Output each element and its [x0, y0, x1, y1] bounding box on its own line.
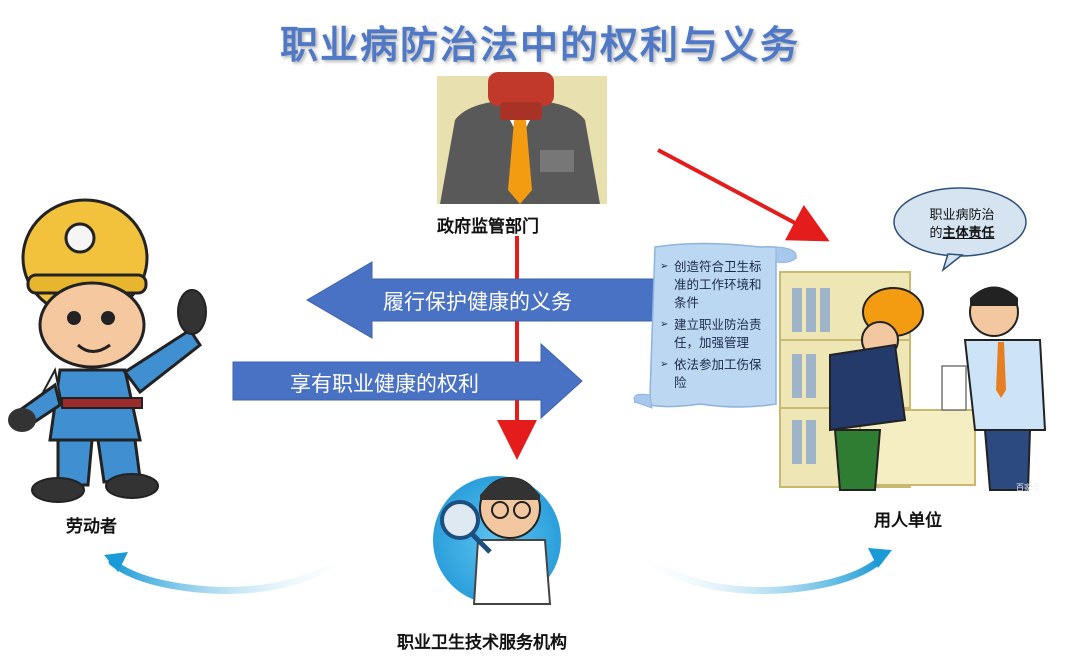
employer-label: 用人单位	[874, 511, 942, 531]
cycle-arc-left-head	[104, 552, 128, 572]
cycle-arc-right-head	[868, 548, 892, 568]
worker-label: 劳动者	[66, 517, 117, 537]
duty-item: 依法参加工伤保险	[660, 356, 772, 392]
employer-duties-list: 创造符合卫生标准的工作环境和条件 建立职业防治责任，加强管理 依法参加工伤保险	[660, 258, 772, 396]
page-title: 职业病防治法中的权利与义务	[279, 22, 800, 67]
government-label: 政府监管部门	[437, 217, 539, 237]
right-arrow	[232, 342, 583, 420]
bubble-emphasis: 主体责任	[942, 226, 995, 241]
government-official-image	[437, 72, 607, 204]
right-arrow-label: 享有职业健康的权利	[290, 372, 479, 396]
red-arrows	[497, 148, 830, 460]
cycle-arc-left	[108, 544, 364, 594]
cycle-arc-right	[628, 546, 884, 594]
duty-item: 建立职业防治责任，加强管理	[660, 316, 772, 352]
worker-cartoon	[8, 198, 207, 503]
responsibility-bubble	[893, 187, 1027, 273]
bubble-prefix: 的	[929, 226, 943, 241]
duty-item: 创造符合卫生标准的工作环境和条件	[660, 258, 772, 312]
doctor-image	[433, 476, 561, 605]
obligation-arrow-label: 履行保护健康的义务	[383, 290, 572, 314]
employer-scene	[779, 271, 1047, 491]
service-label: 职业卫生技术服务机构	[397, 633, 567, 653]
bubble-line1: 职业病防治	[929, 208, 995, 223]
bubble-line2: 的主体责任	[904, 225, 1020, 243]
bubble-text: 职业病防治 的主体责任	[904, 207, 1020, 243]
watermark: 百家号	[1016, 483, 1040, 492]
